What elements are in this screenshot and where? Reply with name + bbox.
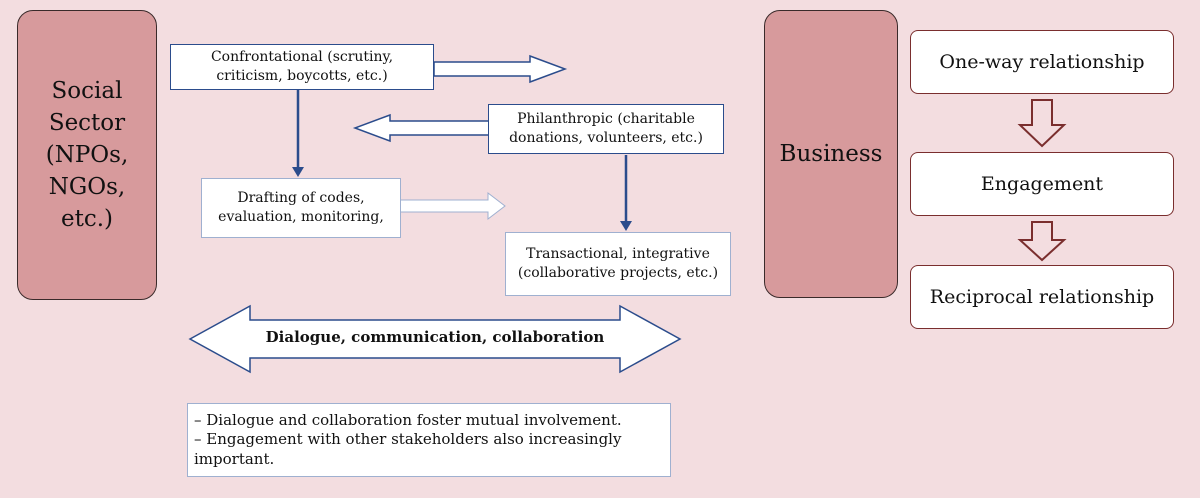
- stage-one-way-relationship: One-way relationship: [910, 30, 1174, 94]
- confrontational-arrow: [433, 54, 568, 84]
- dialogue-double-arrow: [188, 304, 682, 374]
- stage-reciprocal-label: Reciprocal relationship: [929, 286, 1155, 308]
- philanthropic-line-2: donations, volunteers, etc.): [509, 130, 703, 146]
- transactional-box: Transactional, integrative (collaborativ…: [505, 232, 731, 296]
- philanthropic-arrow: [352, 113, 491, 143]
- confrontational-line-1: Confrontational (scrutiny,: [210, 49, 394, 66]
- drafting-line-2: evaluation, monitoring,: [218, 209, 384, 225]
- transactional-line-1: Transactional, integrative: [526, 246, 710, 263]
- social-sector-line-1: Social: [51, 77, 123, 104]
- confrontational-box: Confrontational (scrutiny, criticism, bo…: [170, 44, 434, 90]
- stage-engagement-label: Engagement: [980, 173, 1104, 195]
- business-entity: Business: [764, 10, 898, 298]
- notes-line-2: – Engagement with other stakeholders als…: [194, 430, 622, 449]
- social-sector-line-5: etc.): [60, 206, 113, 233]
- down-arrowhead-left: [292, 167, 304, 177]
- stage-arrow-2: [1017, 221, 1067, 262]
- philanthropic-box: Philanthropic (charitable donations, vol…: [488, 104, 724, 154]
- drafting-line-1: Drafting of codes,: [237, 190, 365, 207]
- stage-engagement: Engagement: [910, 152, 1174, 216]
- notes-line-1: – Dialogue and collaboration foster mutu…: [194, 410, 622, 429]
- social-sector-line-2: Sector: [48, 109, 126, 136]
- notes-box: – Dialogue and collaboration foster mutu…: [187, 403, 671, 477]
- drafting-arrow: [399, 191, 506, 221]
- drafting-box: Drafting of codes, evaluation, monitorin…: [201, 178, 401, 238]
- philanthropic-line-1: Philanthropic (charitable: [517, 111, 695, 128]
- stage-reciprocal-relationship: Reciprocal relationship: [910, 265, 1174, 329]
- social-sector-line-3: (NPOs,: [45, 141, 129, 168]
- stage-one-way-label: One-way relationship: [939, 51, 1145, 73]
- social-sector-line-4: NGOs,: [48, 174, 126, 201]
- confrontational-line-2: criticism, boycotts, etc.): [216, 68, 388, 84]
- down-arrowhead-right: [620, 221, 632, 231]
- business-label: Business: [779, 141, 883, 167]
- transactional-line-2: (collaborative projects, etc.): [517, 265, 719, 281]
- notes-line-3: important.: [194, 449, 275, 468]
- dialogue-label: Dialogue, communication, collaboration: [265, 328, 605, 346]
- social-sector-entity: Social Sector (NPOs, NGOs, etc.): [17, 10, 157, 300]
- stage-arrow-1: [1017, 99, 1067, 148]
